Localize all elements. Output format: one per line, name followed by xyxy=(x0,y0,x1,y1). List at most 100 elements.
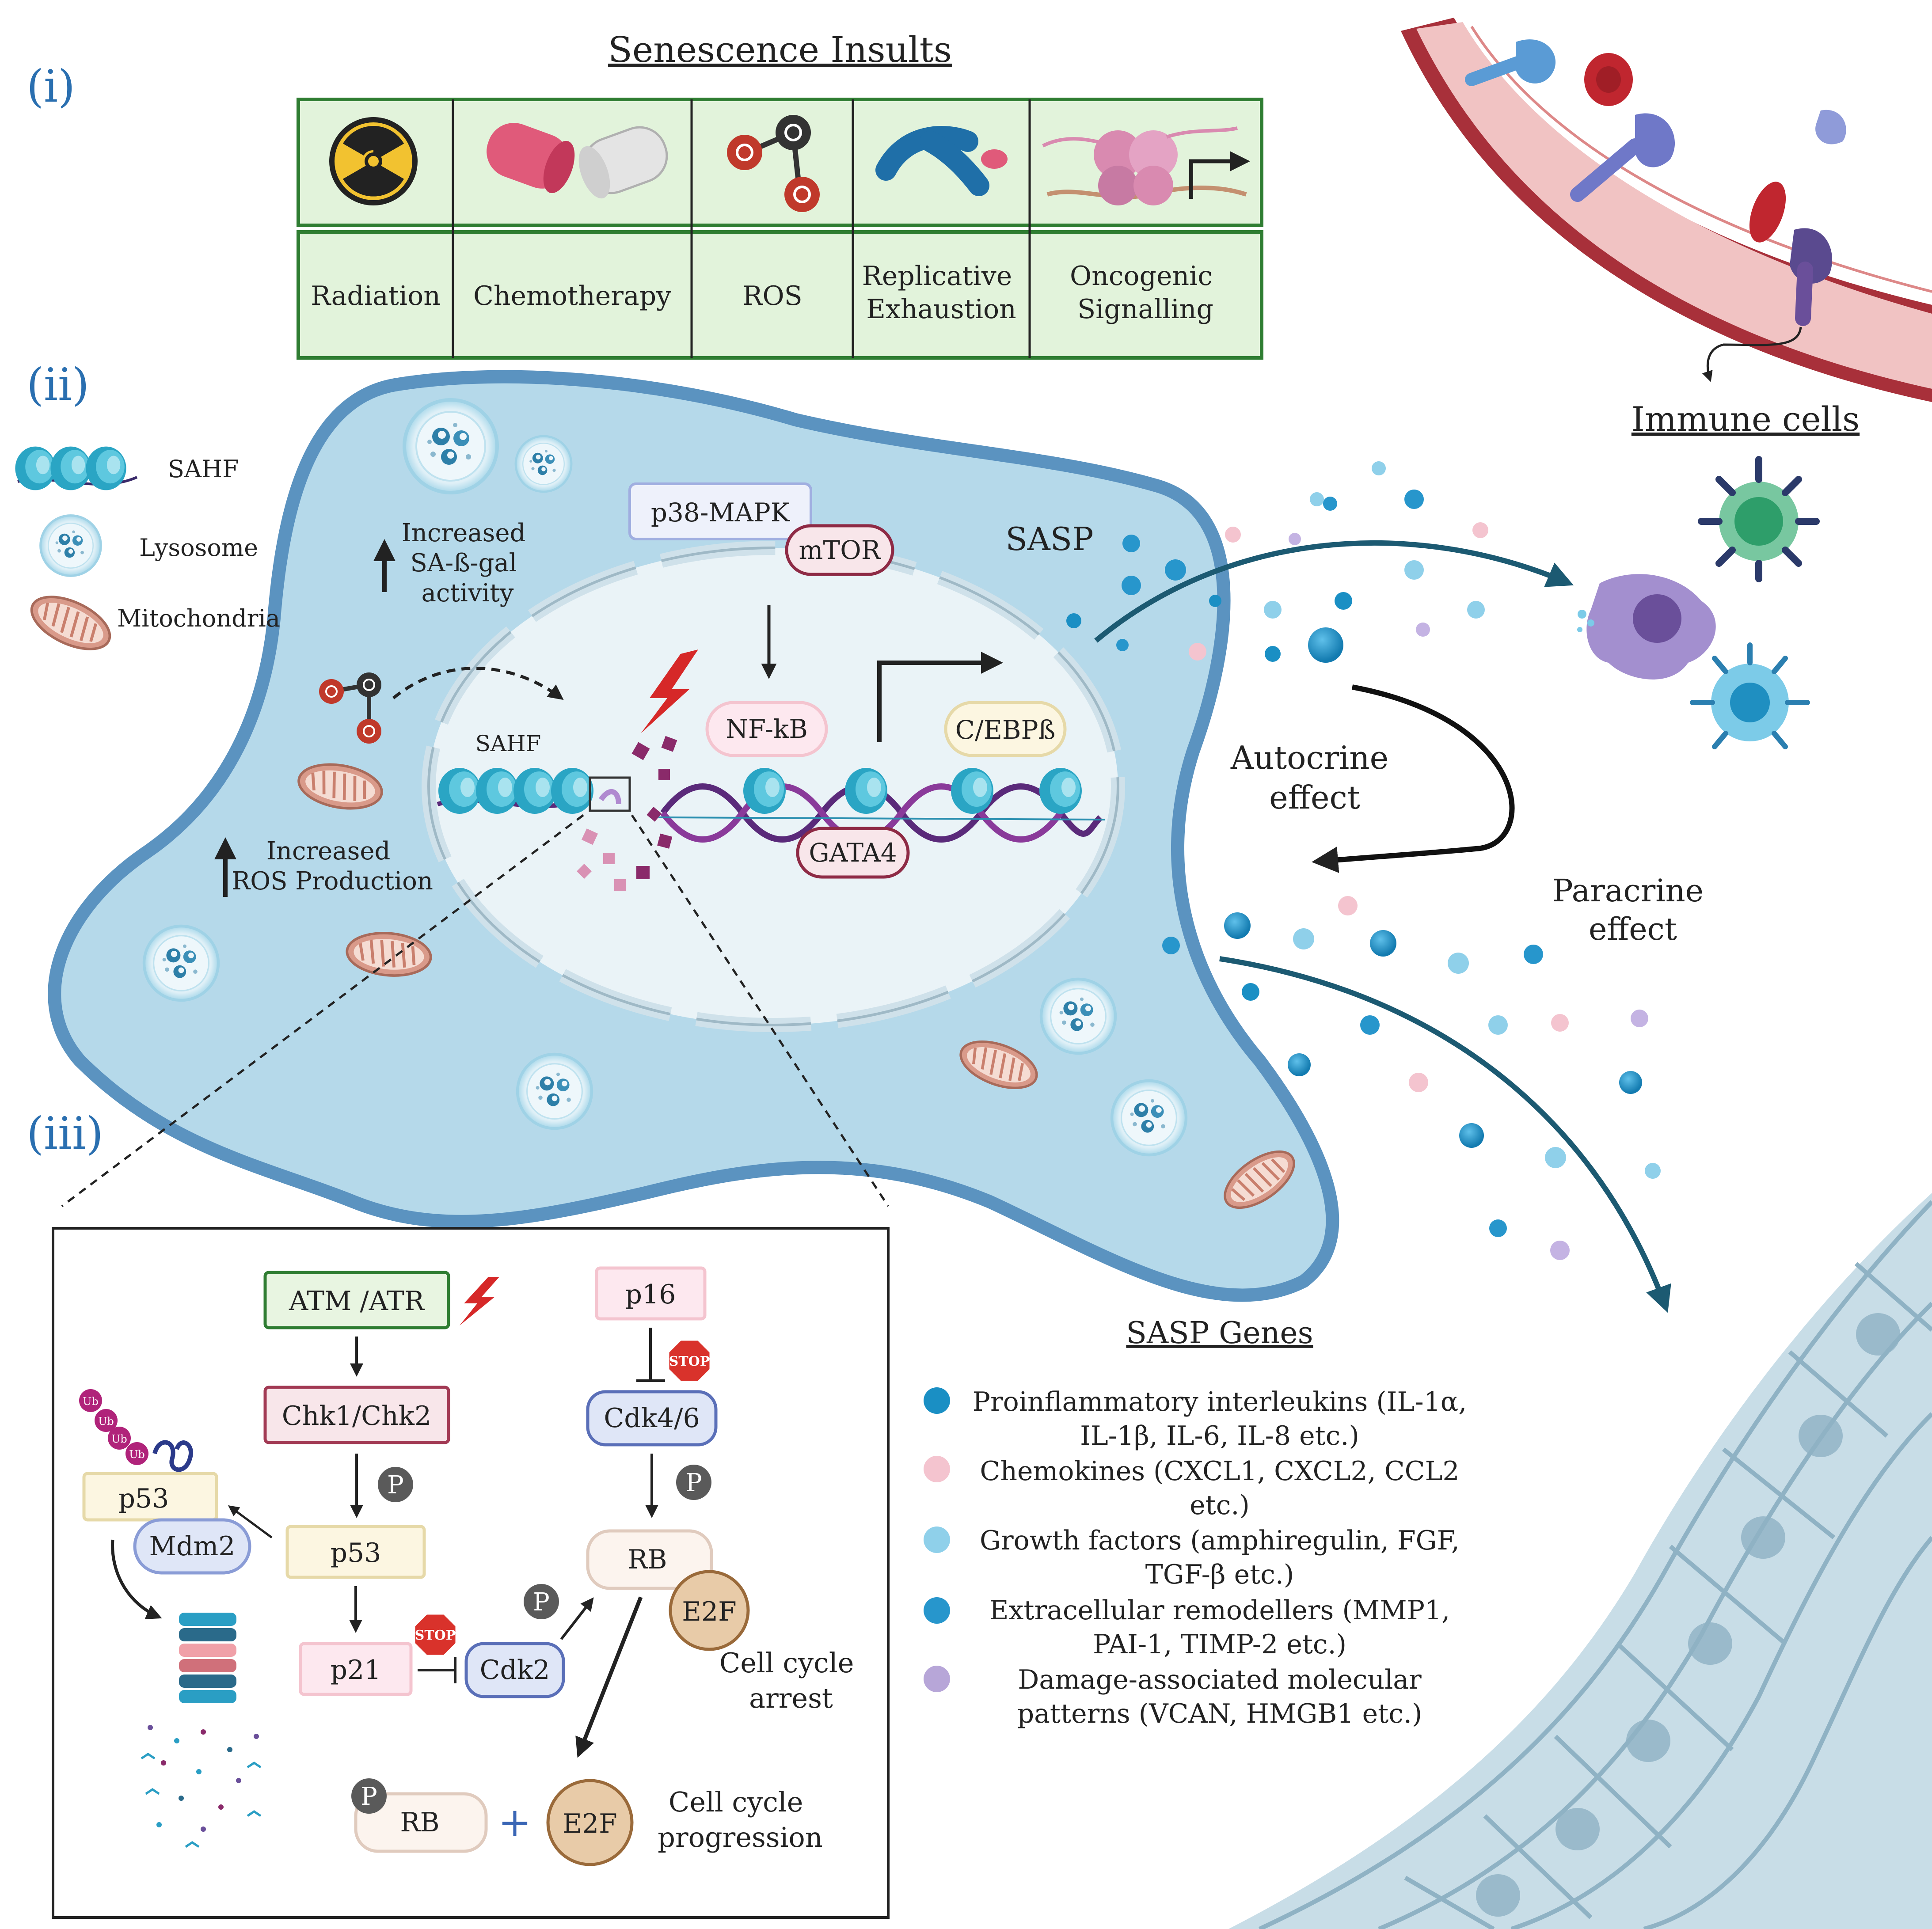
mtor-label: mTOR xyxy=(799,535,882,565)
lysosome-3 xyxy=(144,926,218,1000)
p16-box xyxy=(595,1266,707,1321)
legend-mitochondria-icon xyxy=(24,586,118,660)
cebp-box xyxy=(944,701,1067,757)
rb-box xyxy=(586,1529,713,1590)
sasp-gene-dot-4 xyxy=(924,1597,950,1624)
stop-label-p21: STOP xyxy=(415,1628,456,1643)
p21-box xyxy=(299,1642,413,1696)
atm-lightning-icon xyxy=(460,1277,499,1325)
p53-ub-label: p53 xyxy=(118,1483,169,1514)
panel-label-ii: (ii) xyxy=(27,359,89,410)
sasp-gene-label-1: Proinflammatory interleukins (IL-1α,IL-1… xyxy=(973,1386,1467,1451)
ubiquitin-chain: Ub Ub Ub Ub xyxy=(79,1389,193,1472)
atm-atr-box xyxy=(263,1271,450,1329)
ros-molecule-icon xyxy=(727,115,820,212)
paracrine-label: Paracrine effect xyxy=(1552,873,1714,947)
p53-ub-box xyxy=(82,1472,218,1522)
epithelial-tissue xyxy=(1228,1193,1932,1929)
rb-phospho-label: RB xyxy=(400,1807,439,1838)
gata4-box xyxy=(796,827,910,879)
p53-label: p53 xyxy=(331,1538,381,1568)
phospho-label-cdk46: P xyxy=(685,1469,702,1497)
e2f-circle xyxy=(669,1570,750,1651)
mtor-box xyxy=(785,524,894,576)
plus-sign: + xyxy=(498,1799,531,1845)
pill-capsule-icon xyxy=(487,123,668,199)
lysosome-5 xyxy=(1041,979,1115,1053)
p21-inhibits-cdk2 xyxy=(418,1657,456,1683)
legend-lysosome-label: Lysosome xyxy=(139,534,258,562)
sasp-gene-dot-5 xyxy=(924,1666,950,1692)
macrophage xyxy=(1577,574,1716,680)
sasp-gene-dot-3 xyxy=(924,1526,950,1553)
legend-lysosome-icon xyxy=(41,516,101,576)
autocrine-label: Autocrine effect xyxy=(1230,739,1399,816)
autocrine-arrow xyxy=(1312,684,1515,873)
p21-label: p21 xyxy=(331,1655,381,1686)
sasp-secreted-factors xyxy=(1066,461,1661,1260)
svg-text:Ub: Ub xyxy=(83,1395,99,1408)
gata4-label: GATA4 xyxy=(809,838,897,868)
cdk2-to-rb-arrow xyxy=(560,1597,594,1640)
sasp-label: SASP xyxy=(1005,520,1093,558)
e2f-free-circle xyxy=(546,1779,634,1866)
cebp-label: C/EBPß xyxy=(955,715,1056,745)
t-cell-green xyxy=(1698,456,1820,582)
e2f-free-label: E2F xyxy=(563,1808,617,1839)
insult-label-chemotherapy: Chemotherapy xyxy=(473,281,671,311)
sasp-genes-title: SASP Genes xyxy=(1126,1316,1313,1351)
lysosome-2 xyxy=(516,436,571,492)
dna-damage-lightning-icon xyxy=(641,649,698,733)
radiation-icon xyxy=(329,117,418,205)
immune-signaling-arrow xyxy=(1094,540,1574,643)
zoom-line-right xyxy=(631,814,890,1207)
p16-label: p16 xyxy=(625,1279,676,1310)
legend-sahf-icon xyxy=(15,446,138,490)
p53-to-mdm2-arrow xyxy=(228,1505,273,1539)
chk-box xyxy=(263,1386,450,1444)
dna-transcription-icon xyxy=(1042,126,1250,205)
blood-vessel xyxy=(1401,18,1932,402)
sasp-gene-label-3: Growth factors (amphiregulin, FGF,TGF-β … xyxy=(980,1525,1460,1590)
lysosome-6 xyxy=(1112,1081,1186,1155)
paracrine-arrow xyxy=(1219,956,1671,1313)
cdk2-box xyxy=(464,1642,565,1698)
cdk46-label: Cdk4/6 xyxy=(604,1403,700,1434)
ros-to-nucleus-arrow xyxy=(392,667,564,700)
stop-label-p16: STOP xyxy=(669,1354,710,1369)
p53-box xyxy=(285,1525,426,1579)
sasp-gene-dot-1 xyxy=(924,1387,950,1414)
svg-text:Ub: Ub xyxy=(129,1448,145,1461)
svg-text:Ub: Ub xyxy=(98,1415,114,1428)
sasp-gene-label-4: Extracellular remodellers (MMP1,PAI-1, T… xyxy=(989,1595,1450,1660)
transcription-arrow xyxy=(877,652,1003,742)
svg-text:Ub: Ub xyxy=(111,1433,127,1445)
insult-label-oncogenic: Oncogenic Signalling xyxy=(1070,261,1221,325)
rb-label: RB xyxy=(628,1544,667,1575)
mdm2-box xyxy=(133,1518,251,1575)
insult-label-replicative: Replicative Exhaustion xyxy=(862,261,1021,325)
cell-cycle-progression-label: Cell cycle progression xyxy=(658,1786,822,1853)
sa-gal-label: Increased SA-ß-gal activity xyxy=(402,519,533,608)
chk-label: Chk1/Chk2 xyxy=(282,1401,431,1432)
insult-label-radiation: Radiation xyxy=(311,281,441,311)
cdk46-box xyxy=(586,1390,718,1447)
cdk2-label: Cdk2 xyxy=(480,1655,550,1686)
sasp-gene-dot-2 xyxy=(924,1456,950,1482)
p38-mapk-label: p38-MAPK xyxy=(651,497,791,528)
legend-sahf-label: SAHF xyxy=(168,455,239,483)
cell-cycle-arrest-label: Cell cycle arrest xyxy=(719,1647,863,1714)
insult-label-ros: ROS xyxy=(742,281,802,311)
nfkb-label: NF-kB xyxy=(726,714,808,744)
immune-arrow xyxy=(1702,327,1802,382)
proteasome-icon xyxy=(179,1613,236,1703)
zoom-line-left xyxy=(61,814,584,1207)
atm-atr-label: ATM /ATR xyxy=(289,1286,425,1317)
lysosome-1 xyxy=(404,400,497,493)
dna-fragments xyxy=(577,736,677,891)
peptide-fragments xyxy=(141,1725,262,1848)
chromosome-icon xyxy=(875,126,1008,196)
immune-cells-label: Immune cells xyxy=(1632,399,1860,439)
